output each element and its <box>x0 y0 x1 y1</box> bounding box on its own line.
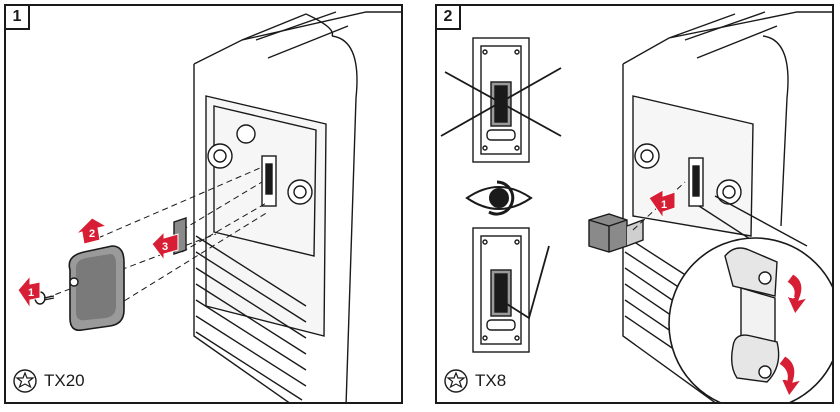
tool-size-label: TX8 <box>475 371 507 390</box>
housing-outline <box>622 11 832 402</box>
callout-arrow-2 <box>75 217 108 245</box>
callout-label-1: 1 <box>28 287 34 299</box>
callout-label-1: 1 <box>661 199 667 211</box>
callout-label-2: 2 <box>789 289 795 301</box>
front-panel <box>205 95 327 337</box>
callout-label-3: 3 <box>780 371 786 383</box>
callout-arrow-2 <box>786 273 809 315</box>
step-number: 1 <box>6 6 30 30</box>
eye-icon <box>465 180 533 216</box>
callout-label-3: 3 <box>162 241 168 253</box>
connector-left <box>207 143 233 169</box>
vent-slats <box>624 235 688 355</box>
step-number: 2 <box>437 6 461 30</box>
callout-arrow-3 <box>151 230 179 262</box>
torx-bit-icon <box>444 369 468 393</box>
check-mark <box>506 245 550 320</box>
incorrect-plate <box>472 37 530 163</box>
step-2-illustration: 1 2 3 <box>440 11 832 402</box>
tool-size-label: TX20 <box>44 371 85 390</box>
cross-out-mark <box>440 67 562 137</box>
detail-latches <box>724 247 780 383</box>
correct-plate <box>472 227 530 353</box>
step-panel-1: 1 <box>4 4 403 404</box>
interface-module <box>588 213 644 253</box>
connector-right <box>287 179 313 205</box>
step-1-illustration: 1 2 3 <box>17 11 401 402</box>
housing-outline <box>193 11 401 65</box>
callout-arrow-1 <box>648 189 676 220</box>
callout-label-2: 2 <box>89 228 95 240</box>
callout-arrow-1 <box>17 274 41 310</box>
step-panel-2: 2 <box>435 4 834 404</box>
vent-slats <box>195 235 307 401</box>
callout-arrow-3 <box>778 355 803 397</box>
torx-bit-icon <box>13 369 37 393</box>
tool-indicator: TX20 <box>12 368 85 394</box>
tool-indicator: TX8 <box>443 368 506 394</box>
